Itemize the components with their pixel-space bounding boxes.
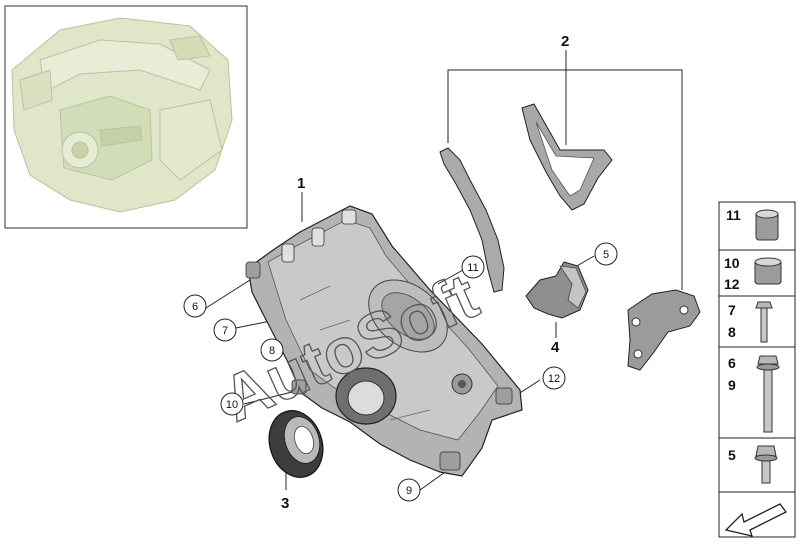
callout-7: 7 [222, 325, 228, 337]
sleeve-icon [754, 257, 782, 285]
callout-2[interactable]: 2 [561, 33, 569, 50]
gasket-upper[interactable] [521, 103, 613, 211]
tensioner-guide[interactable] [525, 261, 589, 319]
callout-12: 12 [548, 373, 560, 385]
circle-callout-11[interactable]: 11 [461, 255, 485, 279]
panel-label-12: 12 [724, 276, 740, 292]
parts-panel-row-7-8[interactable]: 7 8 [728, 301, 773, 343]
panel-label-8: 8 [728, 324, 736, 340]
callout-8: 8 [269, 345, 275, 357]
engine-overview-icon [11, 17, 233, 213]
panel-label-6: 6 [728, 355, 736, 371]
circle-callout-12[interactable]: 12 [542, 366, 566, 390]
engine-overview-inset[interactable] [4, 5, 248, 229]
shaft-seal[interactable] [261, 404, 331, 485]
timing-case-cover[interactable] [245, 205, 523, 477]
sleeve-icon [755, 209, 779, 241]
callout-11: 11 [467, 262, 478, 274]
callout-10: 10 [226, 399, 238, 411]
circle-callout-5[interactable]: 5 [594, 242, 618, 266]
panel-label-11: 11 [726, 207, 741, 223]
bracket[interactable] [627, 289, 701, 371]
parts-panel-row-11[interactable]: 11 [726, 207, 779, 241]
callout-9: 9 [406, 485, 412, 497]
panel-label-10: 10 [724, 255, 740, 271]
circle-callout-8[interactable]: 8 [260, 338, 284, 362]
parts-panel-row-10-12[interactable]: 10 12 [724, 255, 782, 292]
circle-callout-6[interactable]: 6 [183, 294, 207, 318]
parts-panel-row-6-9[interactable]: 6 9 [728, 355, 780, 433]
parts-panel-arrow[interactable] [724, 503, 787, 537]
circle-callout-10[interactable]: 10 [220, 392, 244, 416]
panel-label-9: 9 [728, 377, 736, 393]
arrow-icon [724, 503, 787, 537]
callout-4[interactable]: 4 [551, 339, 560, 356]
bolt-icon [755, 301, 773, 343]
callout-1[interactable]: 1 [297, 175, 305, 192]
parts-panel: 11 10 12 7 8 6 9 [718, 201, 796, 538]
bolt-icon [756, 355, 780, 433]
panel-label-7: 7 [728, 302, 736, 318]
gasket-long[interactable] [439, 147, 505, 293]
parts-panel-row-5[interactable]: 5 [728, 445, 778, 484]
circle-callout-9[interactable]: 9 [397, 478, 421, 502]
callout-6: 6 [192, 301, 198, 313]
callout-5: 5 [603, 249, 609, 261]
bolt-icon [754, 445, 778, 484]
panel-label-5: 5 [728, 447, 736, 463]
gasket-icon [439, 147, 505, 293]
circle-callout-7[interactable]: 7 [213, 318, 237, 342]
callout-3[interactable]: 3 [281, 495, 289, 512]
